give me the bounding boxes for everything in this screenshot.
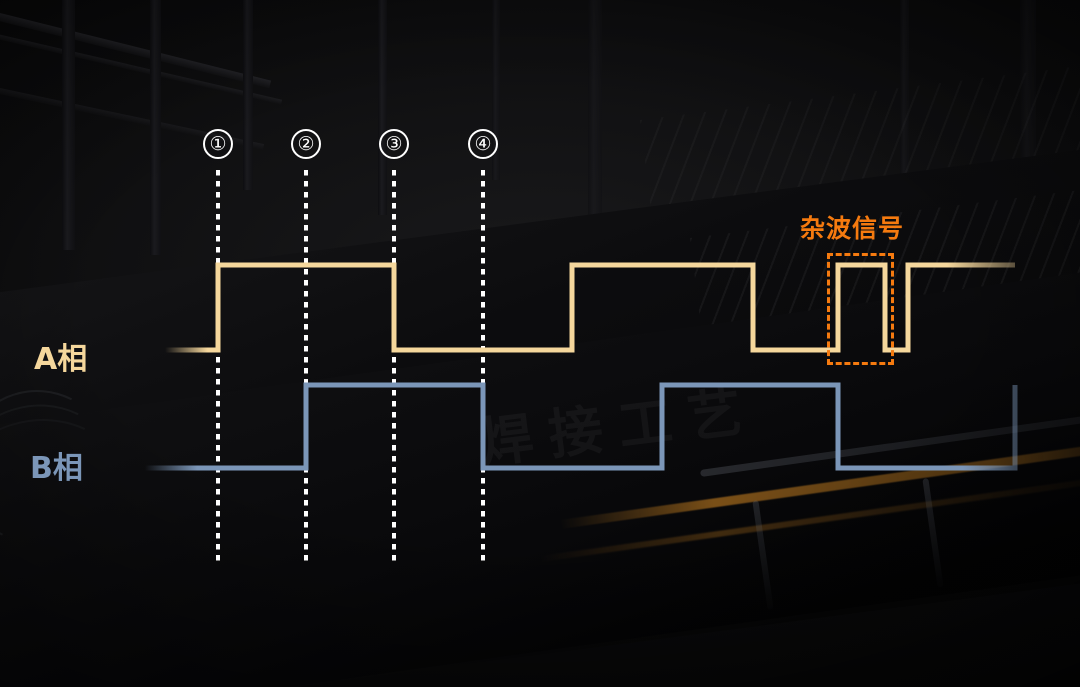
- clutter-signal-label: 杂波信号: [800, 214, 905, 243]
- marker-dotted-line: [216, 170, 220, 563]
- phase-a-label: A相: [34, 342, 88, 377]
- marker-4: ④: [468, 129, 498, 563]
- marker-1: ①: [203, 129, 233, 563]
- marker-2: ②: [291, 129, 321, 563]
- marker-circle-glyph: ③: [379, 129, 409, 159]
- phase-a-waveform: [165, 262, 1015, 353]
- marker-dotted-line: [304, 170, 308, 563]
- clutter-signal-highlight-box: [827, 253, 894, 365]
- marker-circle-glyph: ②: [291, 129, 321, 159]
- phase-b-label: B相: [30, 451, 83, 486]
- marker-circle-glyph: ①: [203, 129, 233, 159]
- marker-circle-glyph: ④: [468, 129, 498, 159]
- marker-dotted-line: [392, 170, 396, 563]
- phase-b-waveform: [145, 382, 1018, 471]
- marker-dotted-line: [481, 170, 485, 563]
- marker-3: ③: [379, 129, 409, 563]
